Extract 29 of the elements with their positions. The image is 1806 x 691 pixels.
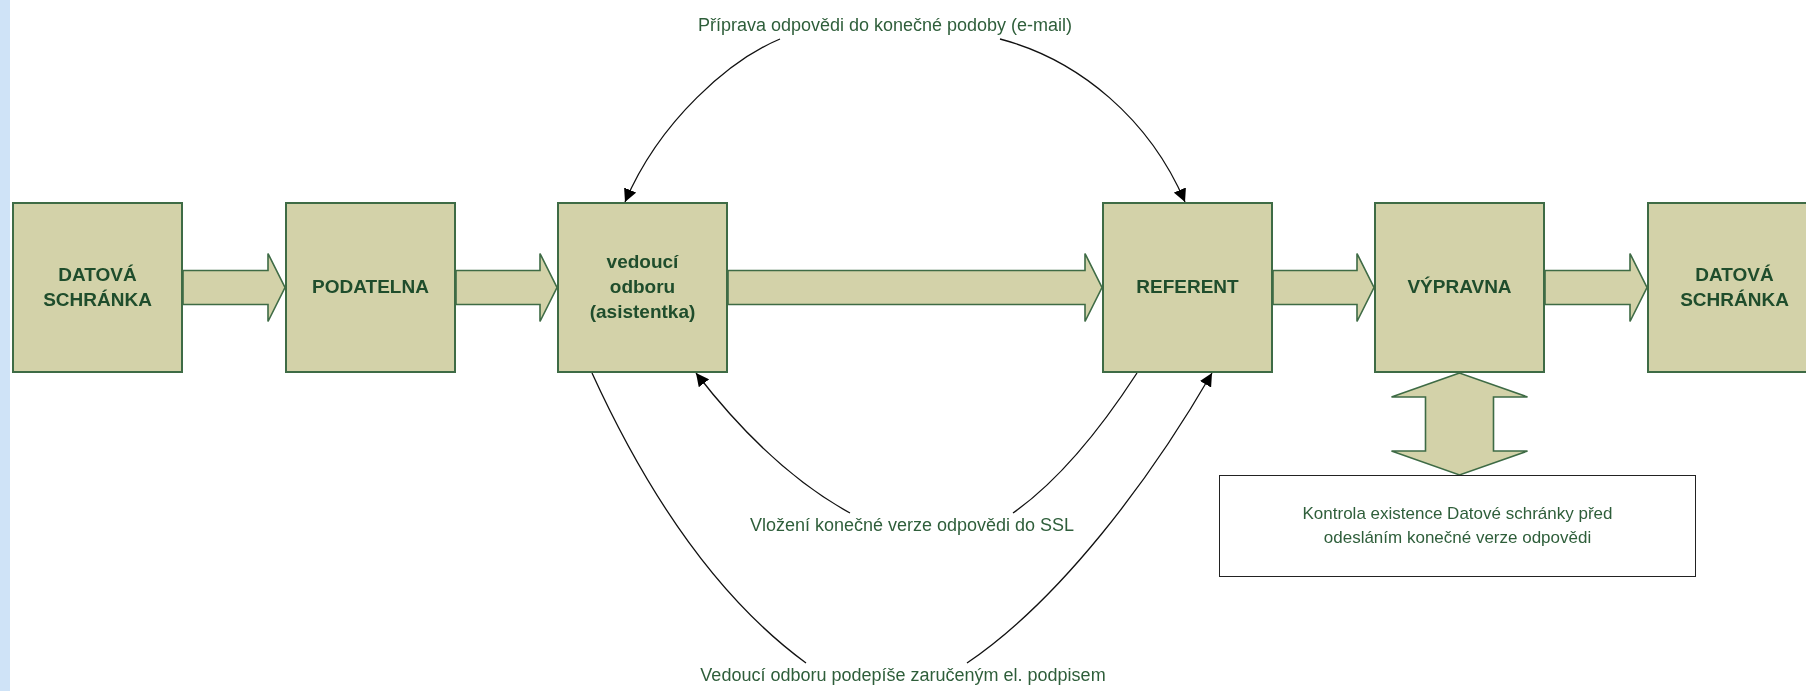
block-arrow: [182, 252, 286, 323]
box-label: DATOVÁ SCHRÁNKA: [42, 262, 153, 312]
process-box: [12, 202, 183, 373]
block-arrow: [1390, 372, 1529, 476]
step-label: Vedoucí odboru podepíše zaručeným el. podpisem: [700, 664, 1106, 688]
curved-arrow: [695, 372, 851, 514]
block-arrow: [727, 252, 1103, 323]
block-arrow: [455, 252, 558, 323]
curved-line: [591, 372, 807, 664]
curved-arrow: [966, 372, 1213, 664]
curved-line: [1012, 372, 1138, 514]
box-label: Kontrola existence Datové schránky před odesláním konečné verze odpovědi: [1301, 503, 1614, 549]
box-label: vedoucí odboru (asistentka): [588, 250, 697, 324]
box-label: PODATELNA: [312, 275, 429, 300]
block-arrow: [1544, 252, 1648, 323]
process-box: [285, 202, 456, 373]
box-label: VÝPRAVNA: [1407, 275, 1512, 300]
box-label: DATOVÁ SCHRÁNKA: [1679, 262, 1790, 312]
step-label: Vložení konečné verze odpovědi do SSL: [749, 514, 1075, 538]
step-label: Příprava odpovědi do konečné podoby (e-mail): [697, 14, 1073, 38]
box-label: REFERENT: [1136, 275, 1239, 300]
process-box: [1102, 202, 1273, 373]
process-box: [1647, 202, 1806, 373]
note-box: [1219, 475, 1696, 577]
process-box: [557, 202, 728, 373]
process-box: [1374, 202, 1545, 373]
curved-arrow: [624, 38, 781, 203]
curved-arrow: [999, 38, 1186, 203]
block-arrow: [1272, 252, 1375, 323]
